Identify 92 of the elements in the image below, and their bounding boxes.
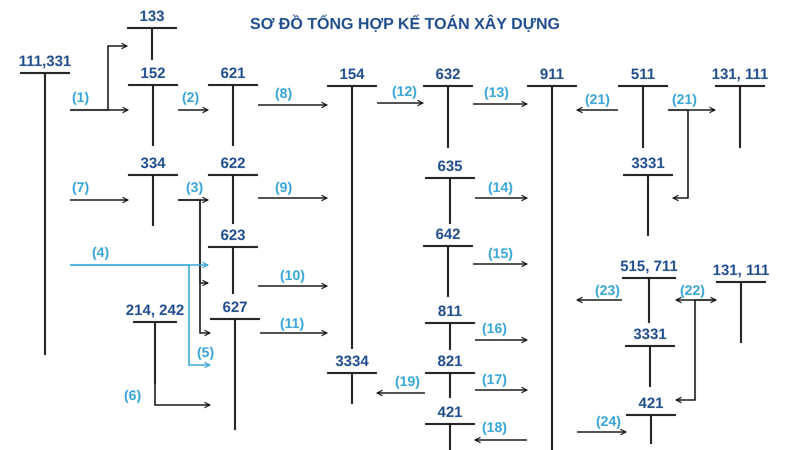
edge-label: (11) [280, 316, 304, 331]
arrow [154, 384, 211, 408]
account-number: 3331 [630, 155, 666, 172]
edge-label: (23) [595, 283, 620, 298]
arrow [70, 196, 129, 204]
t-account [425, 158, 475, 224]
arrow [675, 299, 716, 404]
arrow [475, 336, 528, 344]
account-number: 642 [434, 226, 462, 243]
t-account [425, 404, 475, 450]
edge-label: (1) [72, 90, 90, 105]
account-number: 154 [338, 66, 366, 83]
edge-label: (2) [182, 90, 200, 105]
t-account [208, 227, 258, 294]
edge-label: (7) [72, 180, 90, 195]
arrow [576, 106, 618, 114]
arrow [258, 282, 328, 290]
edge-label: (22) [680, 283, 705, 298]
account-number: 911 [538, 66, 566, 83]
edge-label: (8) [275, 86, 292, 101]
t-account [618, 66, 668, 148]
t-account [423, 226, 473, 297]
edge-label: (15) [488, 246, 513, 261]
arrow [474, 436, 527, 444]
edge-label: (9) [275, 180, 292, 195]
t-account [425, 303, 475, 350]
account-number: 133 [138, 8, 166, 25]
edge-label: (4) [92, 245, 110, 260]
arrow [473, 260, 528, 268]
arrow [473, 100, 528, 108]
t-account [626, 395, 676, 444]
edge-label: (21) [585, 92, 610, 107]
t-account [423, 66, 473, 148]
t-account [127, 8, 177, 60]
edge-label: (24) [596, 414, 621, 429]
arrow [70, 264, 211, 368]
account-number: 622 [219, 155, 247, 172]
t-account [622, 258, 676, 323]
account-number: 635 [436, 158, 464, 175]
account-number: 421 [637, 395, 665, 412]
edge-label: (12) [392, 84, 417, 99]
t-account [327, 353, 377, 404]
arrow [668, 109, 689, 202]
account-number: 131, 111 [712, 262, 770, 279]
account-number: 3331 [632, 326, 668, 343]
t-account [208, 65, 258, 146]
edge-label: (18) [482, 420, 507, 435]
account-number: 131, 111 [710, 66, 770, 83]
t-account [625, 326, 675, 387]
t-account [425, 353, 475, 398]
arrow [377, 100, 424, 106]
account-number: 334 [139, 155, 167, 172]
arrow [475, 386, 528, 394]
edge-label: (16) [482, 321, 507, 336]
account-number: 214, 242 [124, 302, 186, 319]
diagram-title: SƠ ĐỒ TỔNG HỢP KẾ TOÁN XÂY DỰNG [249, 16, 561, 34]
edge-label: (17) [482, 372, 507, 387]
arrow [70, 42, 128, 111]
arrow [258, 102, 328, 108]
t-account [208, 155, 258, 224]
account-number: 3334 [334, 353, 370, 370]
account-number: 621 [219, 65, 247, 82]
arrow [178, 199, 211, 336]
arrow [576, 296, 622, 304]
arrow [258, 194, 328, 202]
arrow [577, 428, 627, 436]
edge-label: (5) [197, 345, 214, 360]
arrow [260, 330, 328, 336]
edge-label: (6) [124, 388, 142, 403]
account-number: 821 [436, 353, 464, 370]
arrow [178, 106, 209, 114]
account-number: 811 [436, 303, 464, 320]
edge-label: (14) [488, 180, 513, 195]
account-number: 623 [219, 227, 247, 244]
account-number: 515, 711 [619, 258, 679, 275]
edge-label: (3) [186, 180, 204, 195]
arrow [675, 296, 717, 304]
edge-label: (21) [672, 92, 697, 107]
account-number: 632 [434, 66, 462, 83]
arrow [475, 194, 528, 202]
arrow [376, 390, 425, 396]
t-account [128, 65, 178, 146]
edge-label: (13) [484, 85, 509, 100]
edge-label: (10) [280, 268, 305, 283]
account-number: 152 [139, 65, 167, 82]
t-account [623, 155, 673, 236]
account-number: 421 [436, 404, 464, 421]
edge-label: (19) [395, 374, 420, 389]
t-account [128, 155, 178, 226]
account-number: 511 [630, 66, 656, 83]
account-number: 111,331 [18, 53, 72, 70]
account-number: 627 [221, 299, 249, 316]
